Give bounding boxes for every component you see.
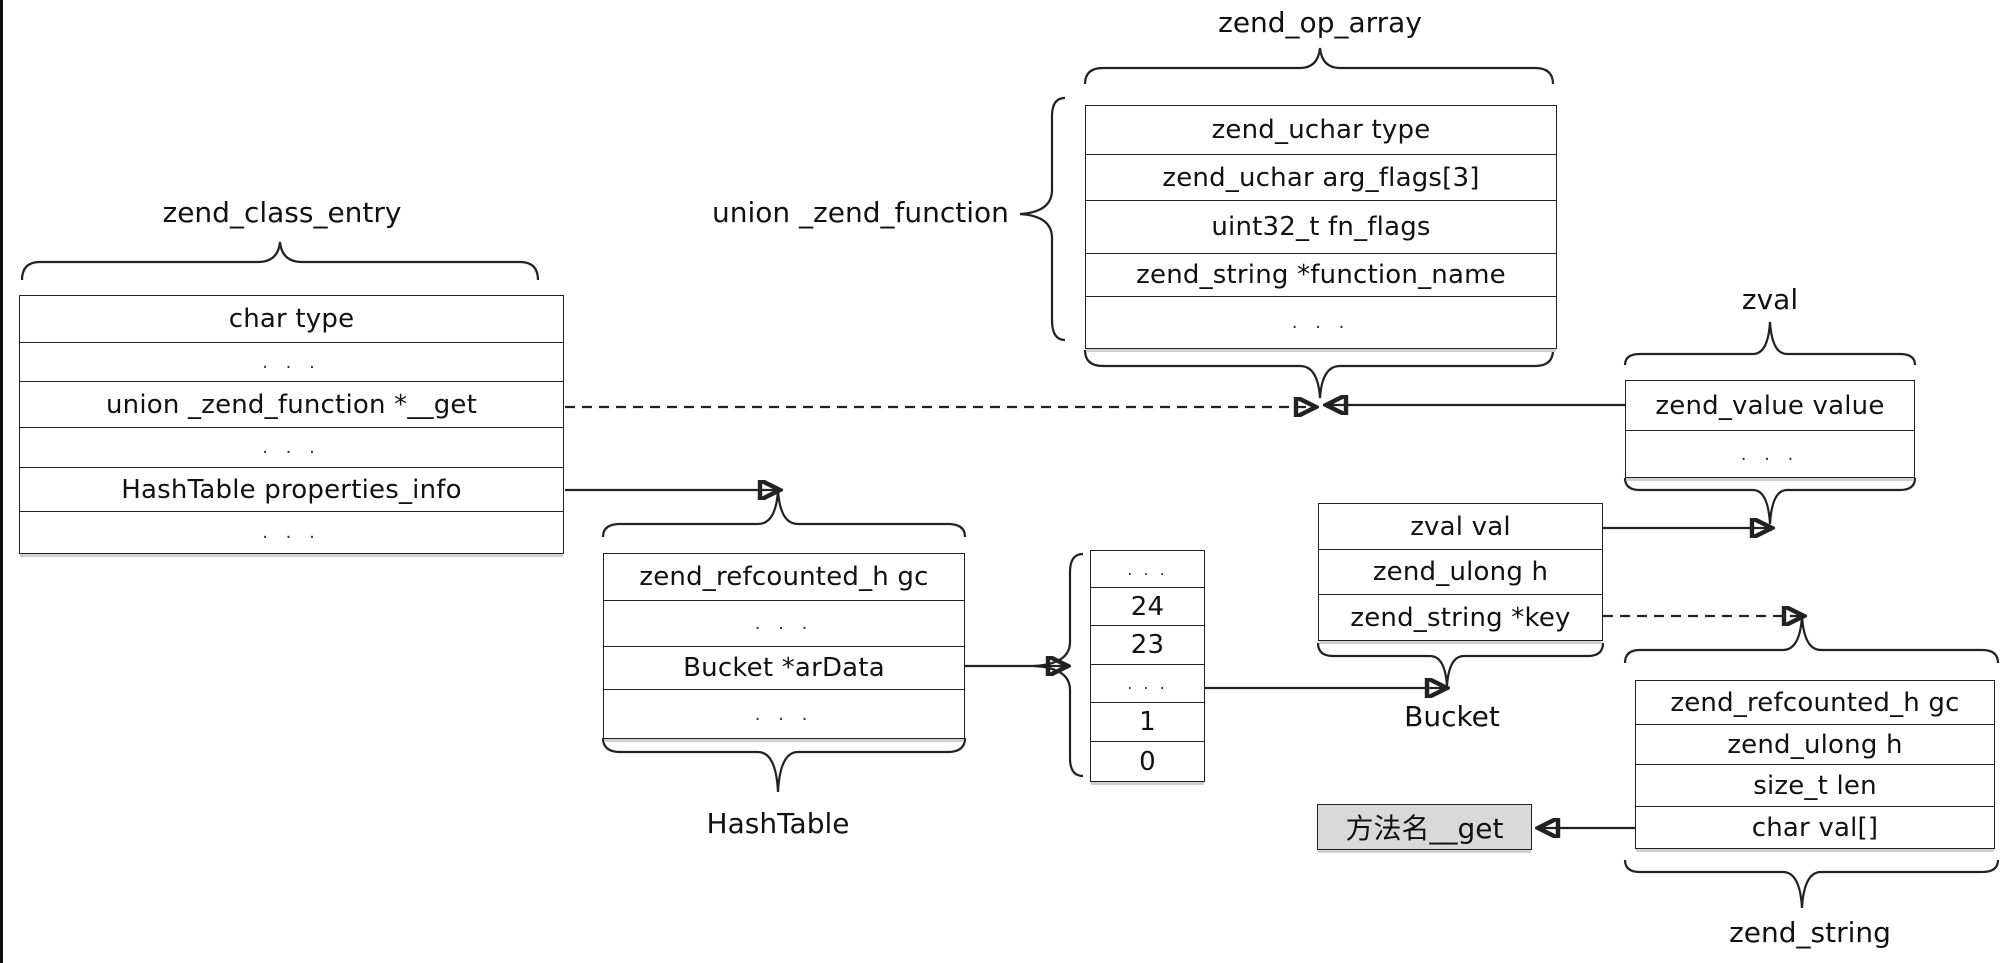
field-ellipsis: . . . bbox=[1291, 312, 1351, 333]
label-zend-string: zend_string bbox=[1729, 916, 1891, 949]
label-union-zend-function: union _zend_function bbox=[712, 196, 1009, 229]
array-slot-24: 24 bbox=[1091, 588, 1204, 626]
field-ellipsis: . . . bbox=[1740, 443, 1800, 465]
struct-zend-string: zend_refcounted_h gc zend_ulong h size_t… bbox=[1635, 680, 1995, 849]
method-name-box: 方法名__get bbox=[1317, 804, 1532, 850]
field-refcounted-gc: zend_refcounted_h gc bbox=[604, 554, 964, 601]
field-zend-value-value: zend_value value bbox=[1626, 381, 1914, 431]
brace-zend-class-entry bbox=[20, 241, 540, 281]
brace-bucket bbox=[1316, 642, 1605, 687]
field-hashtable-properties-info: HashTable properties_info bbox=[20, 468, 563, 512]
brace-hashtable-top bbox=[601, 489, 967, 538]
field-zend-ulong-h: zend_ulong h bbox=[1636, 725, 1994, 765]
brace-zval-bottom bbox=[1623, 477, 1917, 525]
brace-zend-string-top bbox=[1623, 615, 2000, 664]
label-zval: zval bbox=[1741, 283, 1799, 316]
struct-bucket: zval val zend_ulong h zend_string *key bbox=[1318, 503, 1603, 641]
label-hashtable: HashTable bbox=[706, 807, 850, 840]
brace-zend-op-array-top bbox=[1083, 47, 1555, 85]
struct-zend-class-entry: char type . . . union _zend_function *__… bbox=[19, 295, 564, 554]
struct-zend-op-array: zend_uchar type zend_uchar arg_flags[3] … bbox=[1085, 105, 1557, 349]
brace-hashtable-bottom bbox=[601, 737, 967, 793]
field-char-type: char type bbox=[20, 296, 563, 343]
brace-zval-top bbox=[1623, 321, 1917, 366]
field-union-zend-function-get: union _zend_function *__get bbox=[20, 382, 563, 428]
field-ellipsis: . . . bbox=[754, 703, 814, 725]
field-zend-string-key: zend_string *key bbox=[1350, 602, 1571, 633]
field-refcounted-gc: zend_refcounted_h gc bbox=[1636, 681, 1994, 725]
field-zend-ulong-h: zend_ulong h bbox=[1319, 550, 1602, 595]
brace-zend-string-bottom bbox=[1623, 859, 2000, 909]
field-char-val: char val[] bbox=[1751, 812, 1879, 843]
struct-zval: zend_value value . . . bbox=[1625, 380, 1915, 478]
field-function-name: zend_string *function_name bbox=[1086, 254, 1556, 297]
array-slot-ellipsis: . . . bbox=[1091, 551, 1204, 588]
label-zend-class-entry: zend_class_entry bbox=[162, 196, 402, 229]
array-slot-23: 23 bbox=[1091, 626, 1204, 665]
field-ellipsis: . . . bbox=[262, 522, 321, 543]
field-arg-flags: zend_uchar arg_flags[3] bbox=[1086, 155, 1556, 201]
brace-zend-op-array-bottom bbox=[1083, 349, 1555, 399]
field-ellipsis: . . . bbox=[20, 428, 563, 468]
label-zend-op-array: zend_op_array bbox=[1218, 6, 1422, 39]
field-fn-flags: uint32_t fn_flags bbox=[1086, 201, 1556, 254]
left-border bbox=[0, 0, 3, 963]
array-slot-1: 1 bbox=[1091, 703, 1204, 742]
field-ellipsis: . . . bbox=[604, 601, 964, 647]
field-ellipsis: . . . bbox=[20, 343, 563, 382]
field-bucket-ardata: Bucket *arData bbox=[604, 647, 964, 690]
struct-ardata-array: . . . 24 23 . . . 1 0 bbox=[1090, 550, 1205, 782]
field-zval-val: zval val bbox=[1319, 504, 1602, 550]
brace-union-zend-function bbox=[1019, 96, 1066, 342]
field-size-t-len: size_t len bbox=[1636, 765, 1994, 807]
struct-hashtable: zend_refcounted_h gc . . . Bucket *arDat… bbox=[603, 553, 965, 739]
array-slot-ellipsis: . . . bbox=[1091, 665, 1204, 703]
array-slot-0: 0 bbox=[1139, 746, 1156, 777]
field-zend-uchar-type: zend_uchar type bbox=[1086, 106, 1556, 155]
label-bucket: Bucket bbox=[1404, 700, 1500, 733]
